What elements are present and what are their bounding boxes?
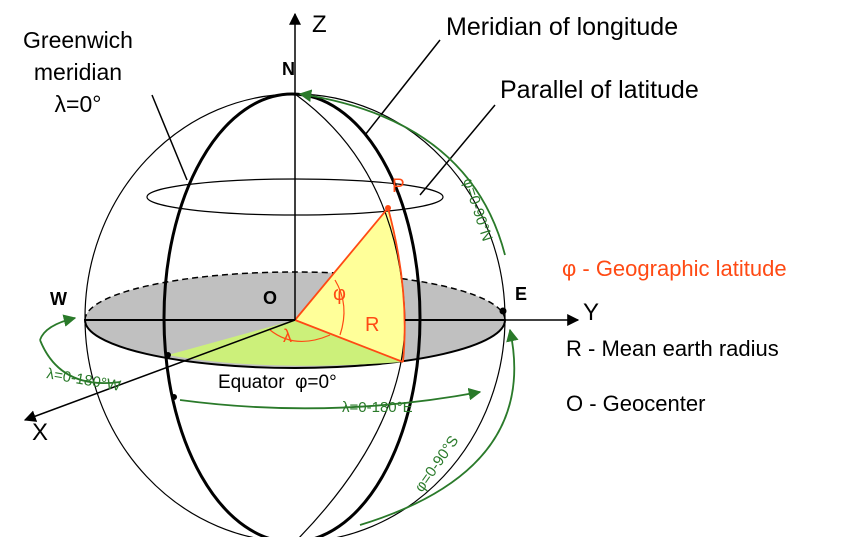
phi-label: φ <box>333 283 346 305</box>
parallel-latitude-label: Parallel of latitude <box>500 76 699 104</box>
lat-south-arrow <box>359 328 519 526</box>
greenwich-label-2: meridian <box>34 59 122 85</box>
equator-label: Equator φ=0° <box>218 372 337 393</box>
greenwich-leader <box>151 94 188 181</box>
point-w-dot <box>165 352 171 358</box>
east-label: E <box>515 284 527 304</box>
radius-label: R <box>365 314 379 336</box>
legend-phi: φ - Geographic latitude <box>562 256 787 281</box>
lon-east-arrow <box>179 387 482 410</box>
lambda-label: λ <box>283 326 292 346</box>
point-p-label: P <box>392 176 405 197</box>
latitude-sector <box>295 208 405 362</box>
y-axis-label: Y <box>583 299 599 326</box>
legend-r: R - Mean earth radius <box>566 336 779 361</box>
lon-west-arrow <box>39 339 121 384</box>
lambda-angle-arc <box>269 329 331 343</box>
point-e-dot <box>499 307 507 315</box>
phi-angle-arc <box>334 279 345 336</box>
greenwich-label-1: Greenwich <box>23 27 133 53</box>
point-p-dot <box>385 205 391 211</box>
x-axis <box>23 319 296 422</box>
greenwich-meridian <box>162 92 422 537</box>
point-s-dot <box>171 394 177 400</box>
x-axis-label: X <box>32 419 48 446</box>
parallel-leader <box>419 104 496 196</box>
longitude-sector <box>168 320 403 366</box>
legend-o: O - Geocenter <box>566 391 705 416</box>
greenwich-label-3: λ=0° <box>55 91 102 117</box>
lon-west-label: λ=0-180°W <box>45 365 122 395</box>
meridian-longitude-label: Meridian of longitude <box>446 13 678 41</box>
lat-north-arrow <box>298 89 506 256</box>
meridian-arc-orange <box>387 207 406 363</box>
north-label: N <box>282 59 295 79</box>
latitude-radius-line <box>294 207 389 321</box>
lat-north-label: φ=0-90°N <box>459 176 495 243</box>
meridian-leader <box>364 39 441 136</box>
origin-label: O <box>263 288 277 308</box>
lon-west-arrowhead <box>39 314 77 341</box>
z-axis-label: Z <box>312 11 327 38</box>
equator-radius-line <box>294 319 404 363</box>
lon-east-label: λ=0-180°E <box>342 399 413 416</box>
west-label: W <box>50 289 67 309</box>
